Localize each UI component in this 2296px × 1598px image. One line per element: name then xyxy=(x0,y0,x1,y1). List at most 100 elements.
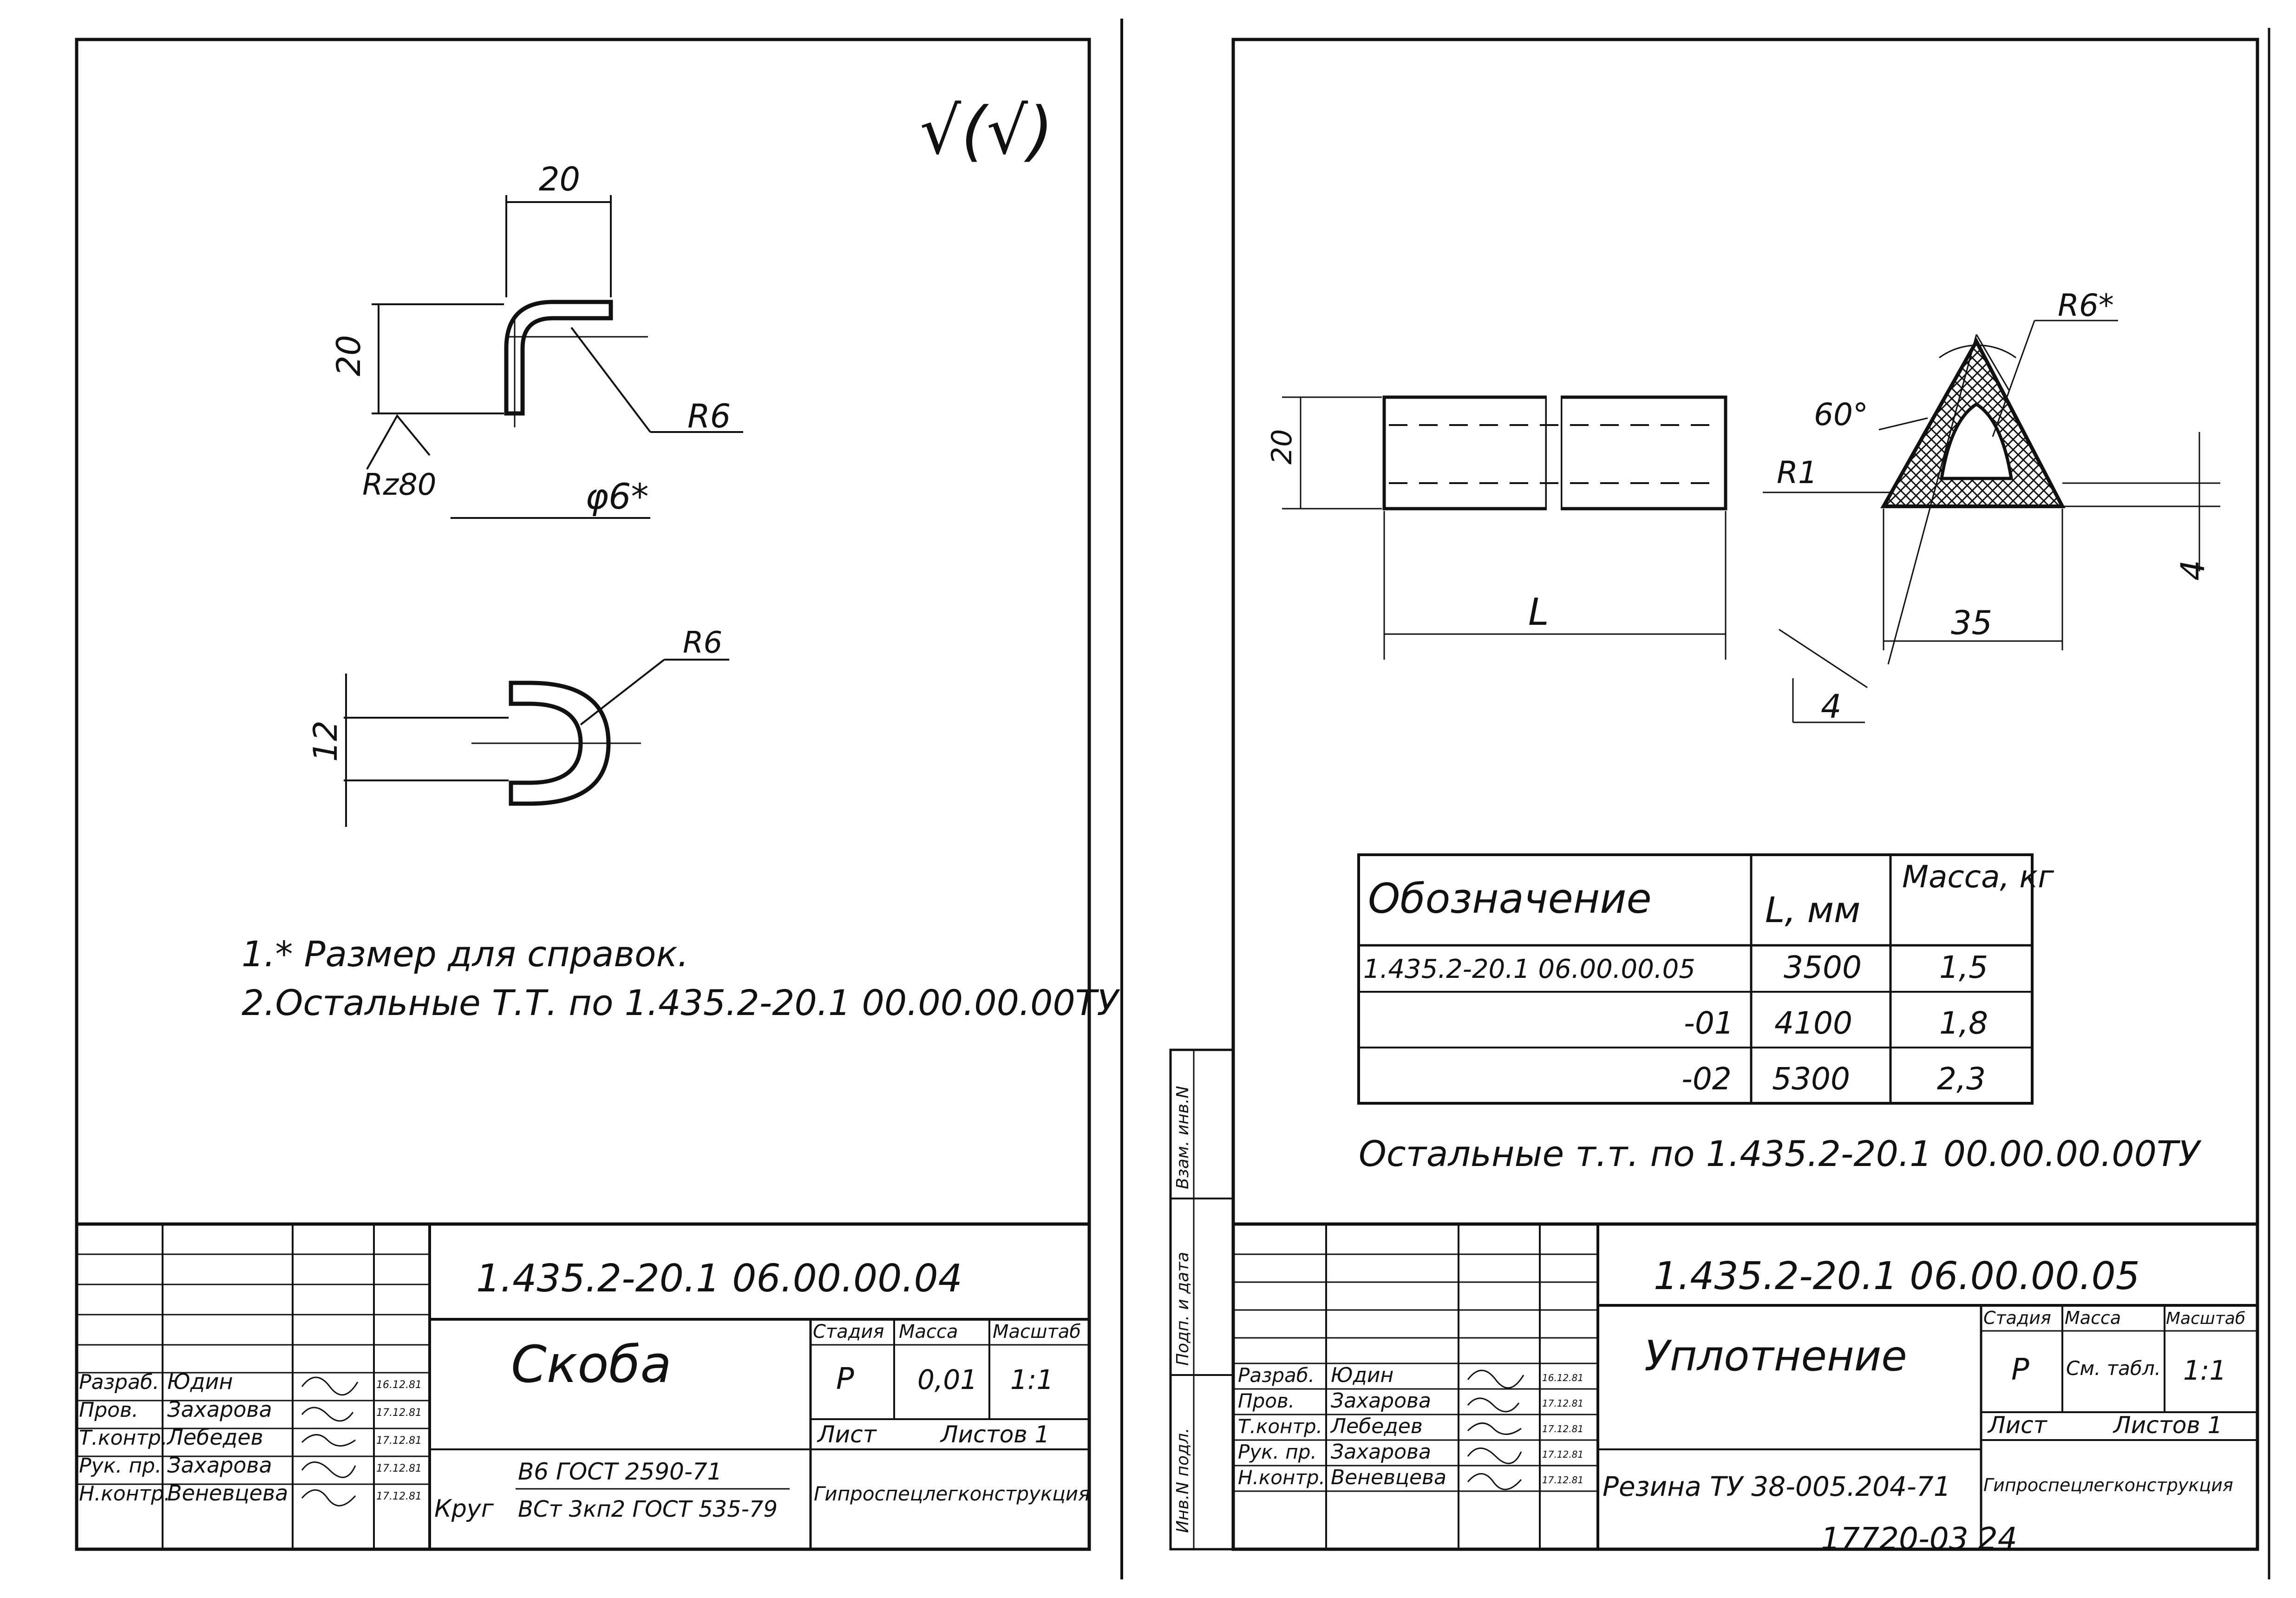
table-cell: -02 xyxy=(1681,1061,1732,1097)
signature-field: Захарова xyxy=(167,1397,272,1422)
signature-field: 17.12.81 xyxy=(376,1491,422,1502)
dim-35: 35 xyxy=(1951,604,1992,642)
roughness-symbol: √(√) xyxy=(920,93,1053,169)
mass-value: 0,01 xyxy=(917,1364,977,1395)
material: Резина ТУ 38-005.204-71 xyxy=(1603,1471,1951,1502)
signature-field: 17.12.81 xyxy=(1542,1449,1583,1460)
right-note: Остальные т.т. по 1.435.2-20.1 00.00.00.… xyxy=(1359,1133,2202,1174)
part-view-top: 12 R6 xyxy=(307,626,729,827)
left-signatures: Разраб. Юдин 16.12.81 Пров. Захарова 17.… xyxy=(79,1369,422,1506)
right-title-block: 1.435.2-20.1 06.00.00.05 Уплотнение Стад… xyxy=(1233,1222,2257,1549)
note-1: 1.* Размер для справок. xyxy=(242,933,689,975)
signature-field: 17.12.81 xyxy=(376,1407,422,1419)
stage-value: Р xyxy=(836,1362,854,1396)
table-cell: 1,8 xyxy=(1939,1005,1988,1041)
table-cell: 3500 xyxy=(1784,950,1862,985)
signature-field: Юдин xyxy=(167,1369,233,1394)
note-2: 2.Остальные Т.Т. по 1.435.2-20.1 00.00.0… xyxy=(242,982,1120,1023)
organization: Гипроспецлегконструкция xyxy=(814,1482,1090,1505)
signature-field: Пров. xyxy=(1238,1389,1295,1412)
left-title-block: 1.435.2-20.1 06.00.00.04 Скоба Стадия Ма… xyxy=(77,1222,1090,1549)
seal-section-view: 4 35 4 60° R1 R6* xyxy=(1763,288,2220,726)
signature-field: 17.12.81 xyxy=(1542,1474,1583,1486)
dim-20-height: 20 xyxy=(330,335,368,376)
signature-field: Разраб. xyxy=(79,1370,159,1394)
signature-field: Пров. xyxy=(79,1398,138,1422)
scale-value: 1:1 xyxy=(2183,1355,2226,1386)
sheet-label: Лист xyxy=(1987,1412,2048,1439)
sheet-label: Лист xyxy=(817,1421,877,1448)
signature-field: Н.контр. xyxy=(1238,1466,1325,1489)
signature-field: Веневцева xyxy=(1331,1466,1446,1489)
mass-value: См. табл. xyxy=(2066,1357,2161,1380)
dim-L: L xyxy=(1528,590,1549,634)
signature-field: Н.контр. xyxy=(79,1482,170,1506)
table-cell: -01 xyxy=(1684,1005,1734,1041)
right-sheet: Инв.N подл. Подп. и дата Взам. инв.N 20 … xyxy=(1169,28,2270,1579)
scale-header: Масштаб xyxy=(993,1321,1081,1343)
right-drawing-code: 1.435.2-20.1 06.00.00.05 xyxy=(1654,1254,2140,1298)
table-cell: 4100 xyxy=(1774,1005,1852,1041)
dim-r1: R1 xyxy=(1777,455,1818,491)
table-header-designation: Обозначение xyxy=(1368,875,1652,923)
signature-field: Захарова xyxy=(167,1453,272,1478)
signature-field: Захарова xyxy=(1331,1389,1431,1413)
stage-header: Стадия xyxy=(1983,1308,2051,1328)
right-frame xyxy=(1231,38,2259,1551)
signature-field: 17.12.81 xyxy=(376,1463,422,1474)
organization: Гипроспецлегконструкция xyxy=(1983,1475,2233,1495)
mass-header: Масса xyxy=(899,1321,958,1343)
left-drawing-code: 1.435.2-20.1 06.00.00.04 xyxy=(476,1257,962,1301)
signature-field: Захарова xyxy=(1331,1440,1431,1464)
left-sheet: √(√) 20 20 R6 Rz80 φ6* xyxy=(75,19,1123,1579)
left-part-name: Скоба xyxy=(511,1335,672,1394)
signature-field: 16.12.81 xyxy=(1542,1372,1583,1383)
mass-header: Масса xyxy=(2065,1308,2121,1328)
right-part-name: Уплотнение xyxy=(1644,1332,1907,1381)
side-label-replace: Взам. инв.N xyxy=(1173,1086,1192,1189)
signature-field: 17.12.81 xyxy=(376,1435,422,1447)
signature-field: 16.12.81 xyxy=(376,1379,422,1391)
signature-field: 17.12.81 xyxy=(1542,1423,1583,1434)
signature-field: Юдин xyxy=(1331,1363,1393,1387)
variants-table: Обозначение L, мм Масса, кг 1.435.2-20.1… xyxy=(1357,853,2054,1105)
table-cell: 1.435.2-20.1 06.00.00.05 xyxy=(1363,954,1695,984)
table-cell: 1,5 xyxy=(1939,950,1988,985)
dim-4-thickness: 4 xyxy=(1821,688,1842,726)
signature-field: 17.12.81 xyxy=(1542,1398,1583,1409)
dim-r6-side: R6 xyxy=(687,397,731,435)
table-header-length: L, мм xyxy=(1765,889,1860,930)
table-cell: 5300 xyxy=(1772,1061,1850,1097)
sheets-count: Листов 1 xyxy=(2113,1412,2222,1439)
side-label-sign: Подп. и дата xyxy=(1173,1252,1192,1366)
signature-field: Лебедев xyxy=(166,1425,263,1450)
material-label: Круг xyxy=(434,1495,494,1523)
roughness-rz80: Rz80 xyxy=(362,468,437,502)
table-header-mass: Масса, кг xyxy=(1902,859,2054,895)
table-cell: 2,3 xyxy=(1937,1061,1986,1097)
seal-strip-view: 20 L xyxy=(1266,395,1727,660)
sheets-count: Листов 1 xyxy=(940,1421,1049,1448)
side-label-inv: Инв.N подл. xyxy=(1173,1428,1192,1533)
scale-header: Масштаб xyxy=(2166,1309,2245,1328)
dim-60-deg: 60° xyxy=(1814,397,1868,432)
signature-field: Лебедев xyxy=(1330,1415,1423,1438)
signature-field: Т.контр. xyxy=(79,1426,168,1450)
dim-r6-star: R6* xyxy=(2058,288,2114,323)
stage-header: Стадия xyxy=(813,1321,884,1343)
dim-20-width: 20 xyxy=(539,160,580,198)
signature-field: Т.контр. xyxy=(1238,1415,1322,1438)
material-top: В6 ГОСТ 2590-71 xyxy=(518,1458,722,1485)
dim-4-vertical: 4 xyxy=(2174,560,2212,581)
part-view-side: 20 20 R6 Rz80 φ6* xyxy=(330,160,743,519)
material-bottom: ВСт 3кп2 ГОСТ 535-79 xyxy=(518,1496,778,1522)
dim-phi6: φ6* xyxy=(585,476,649,517)
archive-number: 17720-03 24 xyxy=(1821,1521,2017,1557)
scale-value: 1:1 xyxy=(1010,1364,1053,1395)
dim-20-strip: 20 xyxy=(1266,429,1298,465)
side-strip: Инв.N подл. Подп. и дата Взам. инв.N xyxy=(1169,1048,1235,1551)
dim-12: 12 xyxy=(307,720,345,762)
signature-field: Рук. пр. xyxy=(1238,1441,1317,1463)
signature-field: Рук. пр. xyxy=(79,1454,162,1478)
